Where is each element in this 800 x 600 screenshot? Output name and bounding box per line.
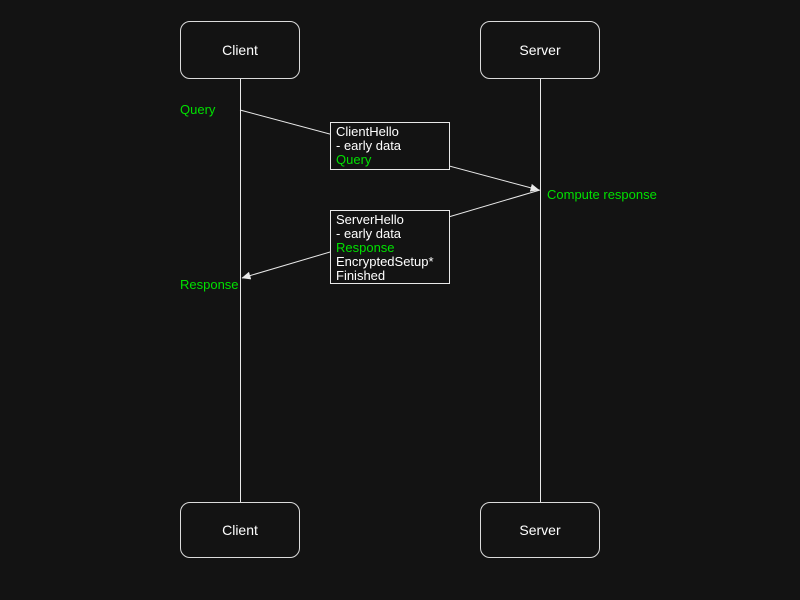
actor-label-server-top: Server — [519, 42, 561, 58]
message-line: EncryptedSetup* — [336, 254, 434, 269]
message-box-server-hello: ServerHello - early data Response Encryp… — [330, 210, 450, 284]
message-line: Query — [336, 152, 372, 167]
annotation-compute-response: Compute response — [547, 187, 657, 202]
message-line: ClientHello — [336, 124, 399, 139]
actor-label-server-bottom: Server — [519, 522, 561, 538]
message-box-client-hello: ClientHello - early data Query — [330, 122, 450, 170]
actor-box-server-top: Server — [480, 21, 600, 79]
actor-box-client-top: Client — [180, 21, 300, 79]
annotation-query: Query — [180, 102, 216, 117]
actor-box-server-bottom: Server — [480, 502, 600, 558]
actor-box-client-bottom: Client — [180, 502, 300, 558]
message-line: - early data — [336, 226, 402, 241]
annotation-response: Response — [180, 277, 239, 292]
message-line: Finished — [336, 268, 386, 283]
message-line: Response — [336, 240, 395, 255]
message-line: ServerHello — [336, 212, 404, 227]
actor-label-client-top: Client — [222, 42, 258, 58]
message-line: - early data — [336, 138, 402, 153]
actor-label-client-bottom: Client — [222, 522, 258, 538]
